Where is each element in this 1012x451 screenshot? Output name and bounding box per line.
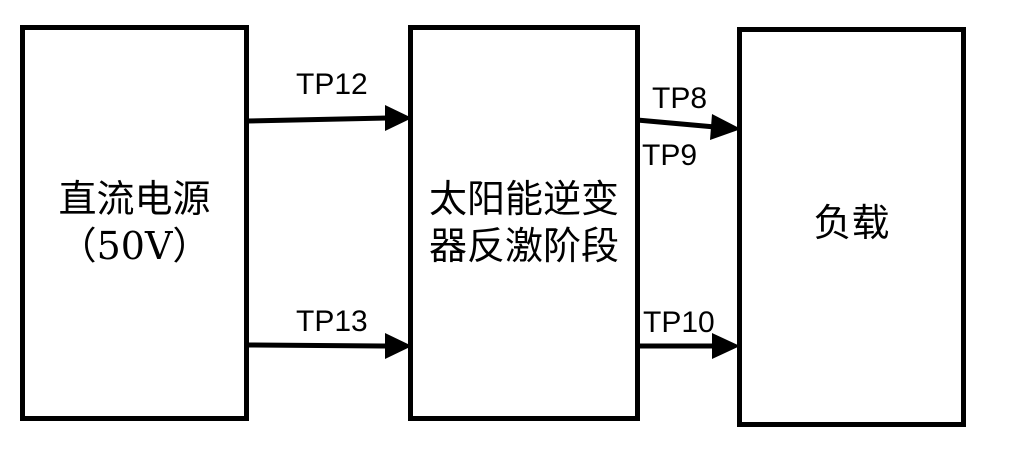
load-block: 负载 xyxy=(737,27,966,427)
inverter-flyback-line1: 太阳能逆变 xyxy=(428,176,619,221)
dc-power-source-line1: 直流电源 xyxy=(58,176,211,221)
arrow-tp12 xyxy=(246,105,412,131)
inverter-flyback-block: 太阳能逆变 器反激阶段 xyxy=(408,25,640,421)
arrow-tp13 xyxy=(246,333,412,359)
arrow-tp8 xyxy=(636,114,741,140)
testpoint-tp8-label: TP8 xyxy=(652,82,708,115)
inverter-flyback-label: 太阳能逆变 器反激阶段 xyxy=(429,176,619,271)
inverter-flyback-line2: 器反激阶段 xyxy=(428,224,619,268)
testpoint-tp10-label: TP10 xyxy=(643,306,715,339)
testpoint-tp9-label: TP9 xyxy=(642,139,698,172)
dc-power-source-line2: （50V） xyxy=(58,224,211,268)
load-label: 负载 xyxy=(813,200,889,248)
load-text: 负载 xyxy=(813,201,890,246)
dc-power-source-block: 直流电源 （50V） xyxy=(20,25,249,421)
arrow-tp10 xyxy=(637,333,740,359)
testpoint-tp13-label: TP13 xyxy=(296,305,368,338)
testpoint-tp12-label: TP12 xyxy=(296,68,368,101)
dc-power-source-label: 直流电源 （50V） xyxy=(58,176,210,271)
